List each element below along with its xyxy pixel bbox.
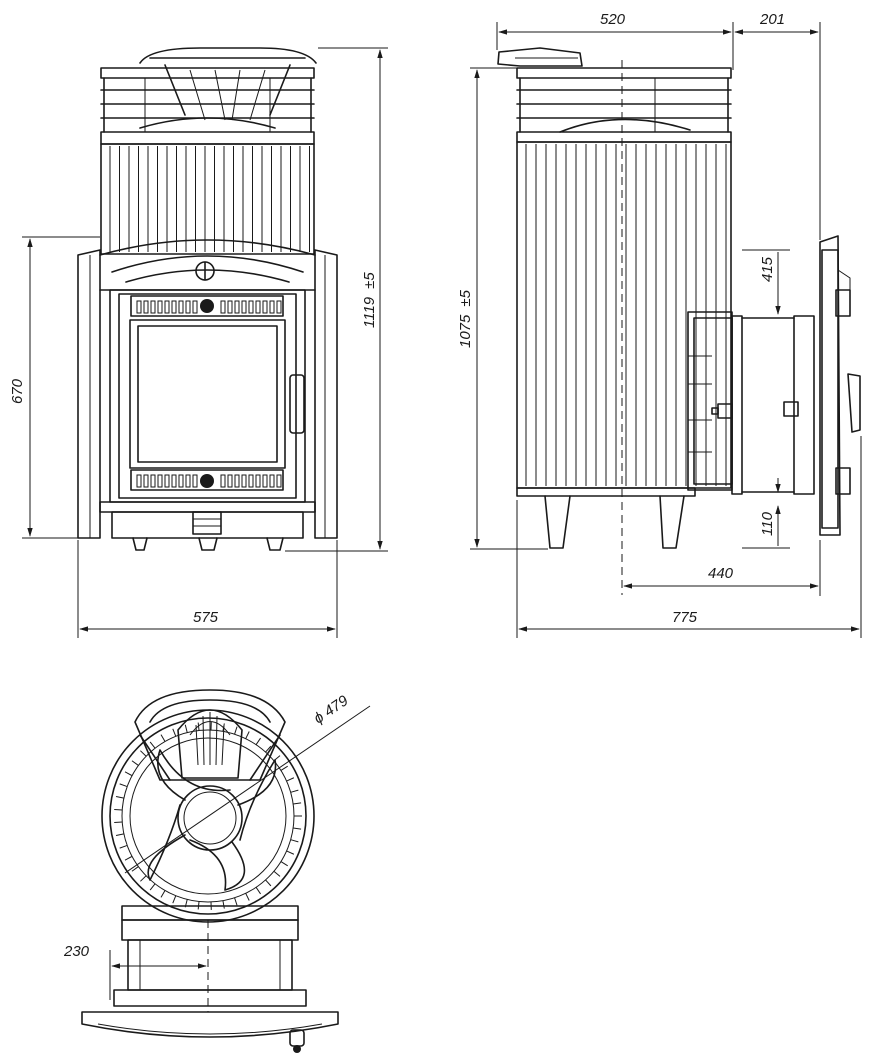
vent-slot: [171, 474, 177, 488]
front-door-vents: [136, 300, 282, 488]
stroke: [265, 879, 272, 887]
vent-slot: [143, 474, 149, 488]
vent-slot: [262, 474, 268, 488]
stroke: [172, 895, 177, 904]
stroke: [172, 728, 177, 737]
vent-slot: [234, 300, 240, 314]
stroke: [234, 726, 238, 735]
stroke: [160, 890, 166, 898]
vent-slot: [178, 474, 184, 488]
stroke: [293, 827, 302, 830]
vent-slot: [143, 300, 149, 314]
front-dimensions: 1119±5 670 575: [9, 47, 388, 638]
vent-slot: [157, 300, 163, 314]
stroke: [273, 870, 281, 877]
vent-slot: [220, 474, 226, 488]
vent-slot: [192, 474, 198, 488]
front-body-flutes: [109, 146, 310, 252]
vent-slot: [171, 300, 177, 314]
vent-slot: [234, 474, 240, 488]
vent-slot: [248, 474, 254, 488]
stroke: [255, 887, 261, 895]
stroke: [286, 777, 295, 782]
stroke: [234, 897, 238, 906]
dim-side-depth: 520: [600, 11, 626, 28]
stroke: [115, 795, 124, 799]
vent-slot: [136, 474, 142, 488]
dim-front-height: 1119±5: [361, 272, 378, 328]
top-view: ϕ 479 230: [63, 689, 371, 1053]
stroke: [255, 737, 261, 745]
dim-side-tank: 201: [759, 11, 785, 28]
dim-side-height: 1075±5: [457, 289, 474, 348]
dim-side-door-depth: 440: [708, 565, 734, 582]
vent-slot: [164, 300, 170, 314]
vent-slot: [248, 300, 254, 314]
vent-slot: [150, 474, 156, 488]
vent-slot: [136, 300, 142, 314]
vent-slot: [262, 300, 268, 314]
vent-slot: [220, 300, 226, 314]
stroke: [290, 789, 299, 793]
vent-slot: [241, 474, 247, 488]
stroke: [265, 745, 272, 753]
stroke: [286, 850, 295, 855]
side-body-flutes: [525, 144, 727, 486]
vent-slot: [227, 474, 233, 488]
top-view-ticks: [114, 722, 302, 910]
stroke: [290, 839, 299, 843]
stroke: [124, 771, 133, 777]
dim-front-width: 575: [193, 609, 219, 626]
vent-slot: [269, 300, 275, 314]
vent-slot: [276, 474, 282, 488]
stroke: [124, 855, 133, 861]
stroke: [245, 893, 250, 901]
stroke: [280, 765, 288, 771]
stroke: [149, 883, 156, 891]
stroke: [160, 734, 166, 742]
vent-slot: [276, 300, 282, 314]
stroke: [293, 802, 302, 805]
stroke: [115, 833, 124, 837]
dim-side-total-depth: 775: [672, 609, 698, 626]
stroke: [245, 731, 250, 739]
vent-slot: [164, 474, 170, 488]
vent-slot: [178, 300, 184, 314]
vent-slot: [150, 300, 156, 314]
dim-side-flange: 415: [759, 256, 776, 282]
vent-slot: [255, 474, 261, 488]
vent-slot: [157, 474, 163, 488]
vent-slot: [185, 300, 191, 314]
stroke: [280, 861, 288, 867]
stroke: [222, 900, 225, 909]
vent-slot: [255, 300, 261, 314]
stroke: [119, 783, 128, 788]
side-dimensions: 520 201 1075±5 415 110 440 775: [457, 11, 862, 638]
vent-slot: [227, 300, 233, 314]
dim-front-door-height: 670: [9, 378, 26, 404]
stroke: [149, 741, 156, 749]
vent-slot: [241, 300, 247, 314]
front-view: [77, 47, 338, 551]
stroke: [114, 821, 123, 824]
stroke: [184, 724, 188, 733]
stroke: [114, 808, 123, 811]
vent-slot: [192, 300, 198, 314]
stroke: [131, 866, 139, 872]
stroke: [140, 750, 147, 757]
stroke: [131, 760, 139, 766]
stroke: [119, 844, 128, 849]
dim-side-bottom: 110: [759, 511, 776, 536]
stroke: [140, 875, 147, 882]
dim-top-offset: 230: [63, 943, 90, 960]
vent-slot: [269, 474, 275, 488]
vent-slot: [185, 474, 191, 488]
side-view: [497, 47, 861, 595]
